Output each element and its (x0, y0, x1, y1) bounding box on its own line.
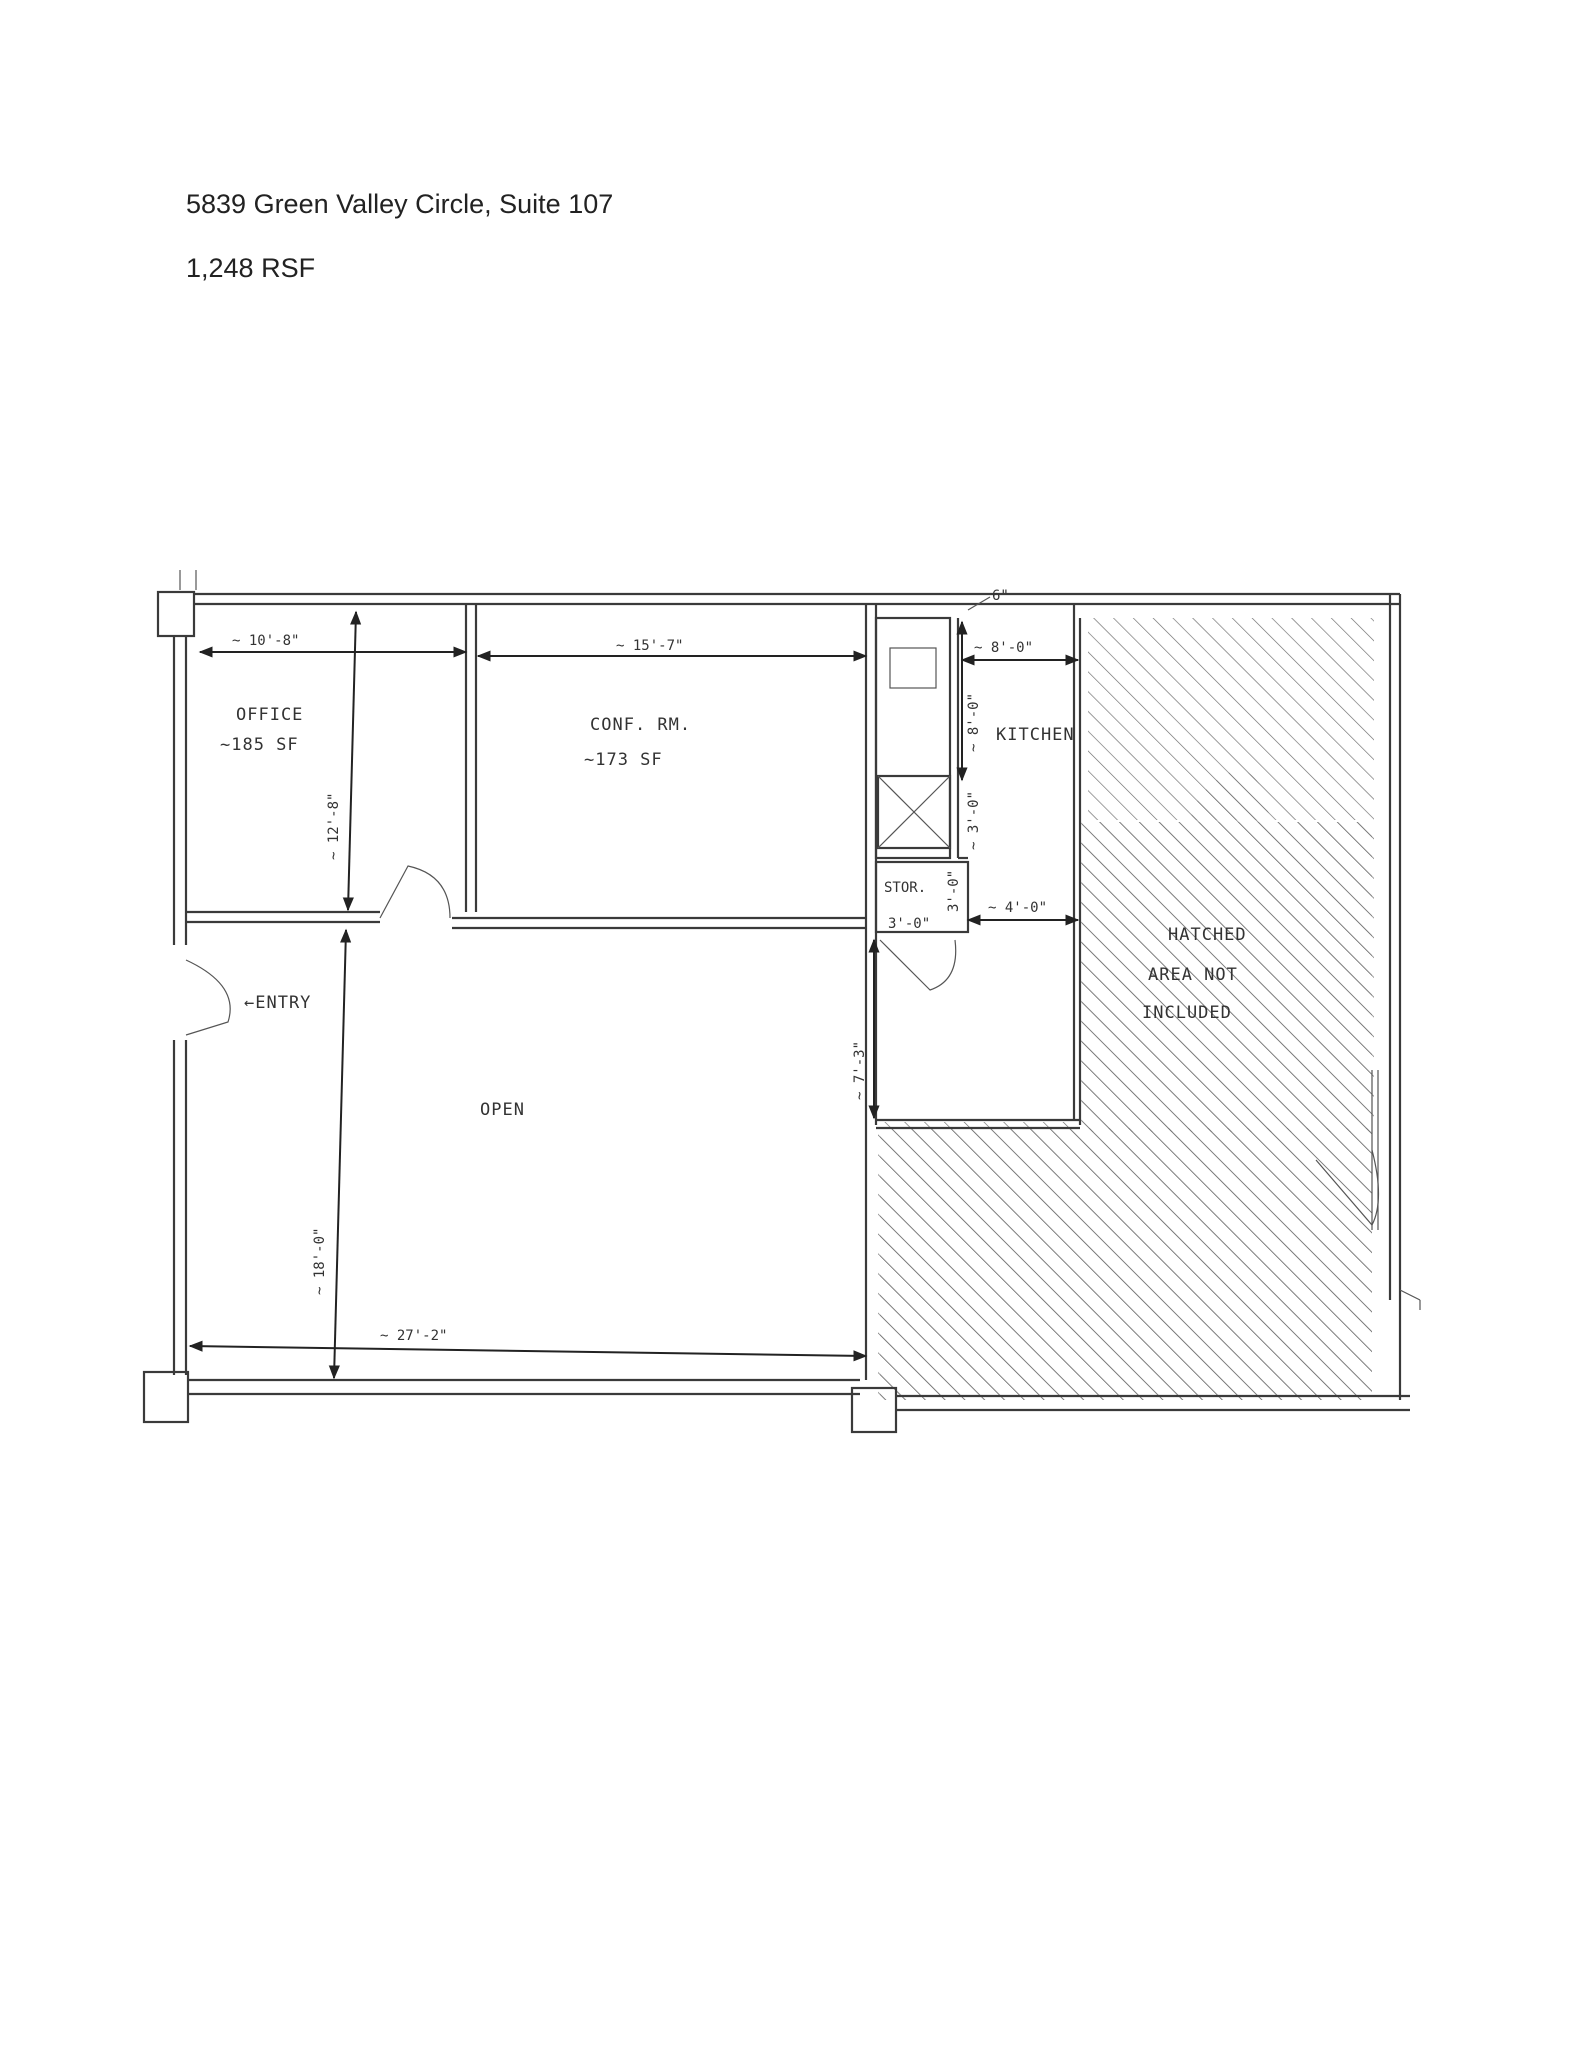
dim-kitchen-width: ~ 8'-0" (974, 640, 1033, 656)
hatched-upper (1088, 618, 1374, 820)
dim-open-width: ~ 27'-2" (380, 1328, 447, 1344)
dim-office-depth: ~ 12'-8" (326, 793, 342, 860)
dim-stor-width: 3'-0" (888, 916, 930, 932)
hatched-label-1: HATCHED (1168, 925, 1247, 945)
office-area: ~185 SF (220, 735, 299, 755)
office-label: OFFICE (236, 705, 303, 725)
hatched-mid (1082, 822, 1374, 1132)
stor-label: STOR. (884, 880, 926, 896)
dimension-lines (188, 596, 1080, 1380)
outer-walls (142, 570, 1421, 1434)
dim-office-width: ~ 10'-8" (232, 633, 299, 649)
hatched-label-3: INCLUDED (1142, 1003, 1232, 1023)
dim-kitchen-depth-upper: ~ 8'-0" (966, 693, 982, 752)
hatched-lower (880, 1128, 1372, 1400)
dim-corridor-depth: ~ 7'-3" (852, 1041, 868, 1100)
open-label: OPEN (480, 1100, 525, 1120)
entry-label: ←ENTRY (244, 993, 311, 1013)
rentable-square-feet: 1,248 RSF (186, 253, 316, 283)
conf-room-area: ~173 SF (584, 750, 663, 770)
dim-kitchen-depth-lower: ~ 3'-0" (966, 791, 982, 850)
dim-wall-6: 6" (992, 588, 1009, 604)
dim-stor-depth: 3'-0" (946, 870, 962, 912)
kitchen-label: KITCHEN (996, 725, 1075, 745)
property-address: 5839 Green Valley Circle, Suite 107 (186, 189, 614, 219)
dim-kitchen-lower-width: ~ 4'-0" (988, 900, 1047, 916)
doors (185, 865, 1380, 1230)
dim-open-depth: ~ 18'-0" (312, 1228, 328, 1295)
conf-room-label: CONF. RM. (590, 715, 691, 735)
hatched-label-2: AREA NOT (1148, 965, 1238, 985)
page-header: 5839 Green Valley Circle, Suite 107 1,24… (186, 186, 613, 286)
dim-conf-width: ~ 15'-7" (616, 638, 683, 654)
